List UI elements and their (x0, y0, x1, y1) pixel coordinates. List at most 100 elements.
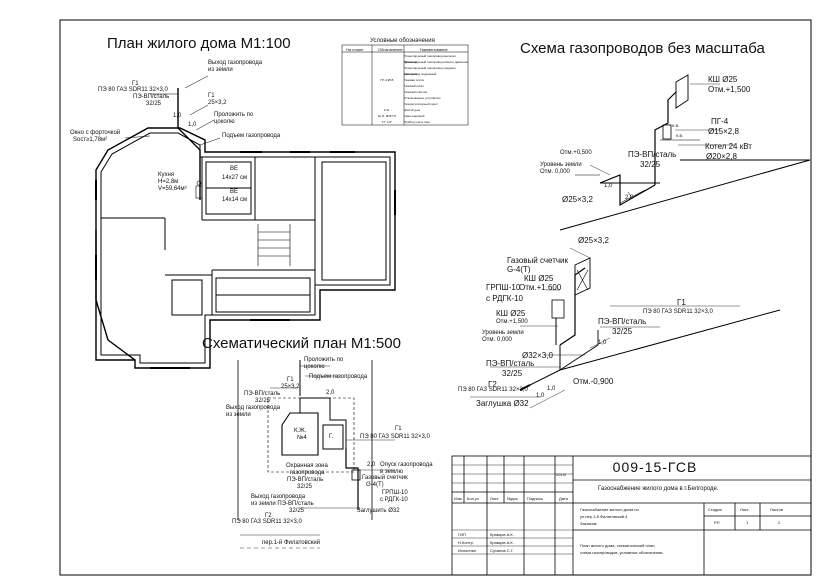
schema-pg4-size: Ø15×2,8 (708, 127, 739, 136)
legend-cell-mark: Кн.И. Ø25 ГП (377, 114, 397, 118)
plan-kitchen-3: V=59,64м³ (158, 186, 187, 192)
legend-cell-name: Проектируемый газопровод среднего давлен… (404, 66, 456, 76)
schema-ksh25-low: КШ Ø25 (496, 309, 526, 318)
schema-g1-pipe: ПЭ 80 ГАЗ SDR11 32×3,0 (643, 309, 713, 315)
stamp-role-1: ГИП (458, 532, 466, 537)
plan-g1b-label: Г1 (208, 93, 215, 99)
stamp-object-2: ул.пер.1-й Филатовский,4 (580, 514, 628, 519)
schematic-exit2-1: Выход газопровода (251, 494, 306, 500)
stamp-col-izm: Изм. (454, 496, 463, 501)
legend-row: К.Ж. Жилой дом (342, 107, 468, 113)
legend-cell-mark: ПГ-4 Ø15 (380, 78, 394, 82)
schematic-exit-2: из земли (226, 412, 251, 418)
schema-pe-vp-right: ПЭ-ВП/сталь (598, 317, 647, 326)
schema-otm-1500-top: Отм.+1,500 (708, 85, 751, 94)
legend-cell-name: Проектируемый газопровод высокого давлен… (404, 54, 457, 64)
legend-header-mark: Обозначение (378, 47, 403, 52)
stamp-col-doc: №док. (507, 496, 519, 501)
schematic-grpsh: ГРПШ-10 (382, 490, 408, 496)
schema-dim-10d: 1,0 (547, 386, 556, 392)
legend-row: Проектируемый газопровод низкого давлени… (342, 59, 468, 65)
stamp-col-date: Дата (559, 496, 568, 501)
schema-otm-1500-low: Отм.+1,500 (496, 319, 528, 325)
schematic-g1-right: Г1 (395, 426, 402, 432)
legend-cell-name: Проектируемый газопровод низкого давлени… (404, 60, 469, 64)
stamp-project: Газоснабжение жилого дома в г.Белгороде. (598, 486, 719, 492)
schema-dim-10: 1,0 (604, 183, 613, 189)
schematic-exit2-size: 32/25 (289, 508, 305, 514)
plan-plinth-1: Проложить по (214, 112, 254, 118)
schematic-kzh: К.Ж. (294, 428, 307, 434)
schema-d25-mid: Ø25×3,2 (578, 236, 609, 245)
schema-g1: Г1 (677, 298, 686, 307)
schema-plug: Заглушка Ø32 (476, 399, 529, 408)
stamp-object-1: Газоснабжение жилого дома по (580, 507, 639, 512)
stamp-stage: РП (714, 520, 720, 525)
plan-dim-b: 1,0 (188, 122, 197, 128)
schematic-descent-2: в землю (380, 469, 404, 475)
plan-be1-size: 14х27 см (222, 175, 248, 181)
legend-cell-mark: К.Ж. (383, 108, 391, 112)
plan-g1-label: Г1 (132, 81, 139, 87)
legend-cell-name: Прибор учёта газа (404, 120, 430, 124)
schema-pe-vp-top-size: 32/25 (640, 160, 661, 169)
stamp-sheet-h: Лист (740, 507, 749, 512)
stamp-stage-h: Стадия (708, 507, 722, 512)
schematic-plug: Заглушить Ø32 (357, 508, 400, 514)
stamp-col-list: Лист (490, 496, 499, 501)
plan-window-1: Окно с форточкой (70, 130, 121, 136)
schematic-g2: Г2 (265, 513, 272, 519)
stamp-col-sign: Подпись (527, 496, 543, 501)
stamp-name-3: Суханов С.Г. (490, 548, 514, 553)
plan-be2-size: 14х14 см (222, 197, 248, 203)
legend-title: Условные обозначения (370, 38, 435, 44)
schema-dim-10b: 1,0 (598, 340, 607, 346)
plan-title: План жилого дома М1:100 (107, 35, 291, 52)
schema-pe-vp-top: ПЭ-ВП/сталь (628, 150, 677, 159)
schematic-exit-1: Выход газопровода (226, 405, 281, 411)
plan-plinth-2: цоколю (214, 119, 235, 125)
legend-table (341, 44, 469, 126)
schematic-dim-20: 2,0 (326, 390, 335, 396)
schema-grpsh-otm: Отм.+1,600 (519, 283, 562, 292)
schema-kv-top: К.В. (672, 123, 680, 128)
schematic-pe-vp2-size: 32/25 (297, 484, 313, 490)
plan-g1b-size: 25×3,2 (208, 100, 227, 106)
plan-kitchen-2: H=2,8м (158, 179, 179, 185)
schema-ground-1: Уровень земли (540, 162, 582, 168)
sheet-frame (59, 19, 812, 576)
schematic-zone-2: газопровода (290, 470, 325, 476)
stamp-role-3: Исполнил (458, 548, 477, 553)
pipe-schema (470, 74, 811, 409)
legend-cell-name: Жилой дом (404, 108, 420, 112)
legend-cell-name: Газопровод подземный (404, 72, 437, 76)
stamp-desc-2: схема газопроводов, условные обозначения… (580, 550, 664, 555)
schema-meter: Газовый счетчик (507, 256, 569, 265)
schematic-lane: пер.1-й Филатовский (262, 540, 321, 546)
schema-pg4: ПГ-4 (711, 117, 729, 126)
stamp-name-2: Кравцов А.К. (490, 540, 514, 545)
plan-rise: Подъем газопровода (222, 133, 281, 139)
house-plan (95, 75, 396, 369)
schema-kv-top2: К.В. (676, 133, 684, 138)
stamp-col-koluch: Кол.уч (467, 496, 479, 501)
stamp-sheet: 1 (746, 520, 749, 525)
stamp-name-1: Кравцов А.К. (490, 532, 514, 537)
schema-d25-top: Ø25×3,2 (562, 195, 593, 204)
schema-pe-vp-low-size: 32/25 (502, 369, 523, 378)
schema-boiler-size: Ø20×2,8 (706, 152, 737, 161)
plan-be1-label: ВЕ (230, 166, 239, 172)
legend-row: У.Г. 1/2"Прибор учёта газа (342, 119, 468, 125)
schematic-g1-right-pipe: ПЭ 80 ГАЗ SDR11 32×3,0 (360, 434, 430, 440)
legend-row: Газовый счётчик (342, 89, 468, 95)
stamp-year: 2015г (556, 472, 567, 477)
schematic-g1-size: 25×3,2 (281, 384, 300, 390)
schema-g2-pipe: ПЭ 80 ГАЗ SDR11 32×3,0 (458, 387, 528, 393)
schematic-pe-vp-size: 32/25 (255, 398, 271, 404)
legend-cell-name: Кран шаровый (404, 114, 425, 118)
plan-dim-a: 1,0 (173, 113, 182, 119)
legend-row: Газорегуляторный пункт (342, 101, 468, 107)
stamp-sheets-h: Листов (770, 507, 783, 512)
schematic-g2-pipe: ПЭ 80 ГАЗ SDR11 32×3,0 (232, 519, 302, 525)
plan-window-2: Sост≥1,78м² (73, 137, 108, 143)
